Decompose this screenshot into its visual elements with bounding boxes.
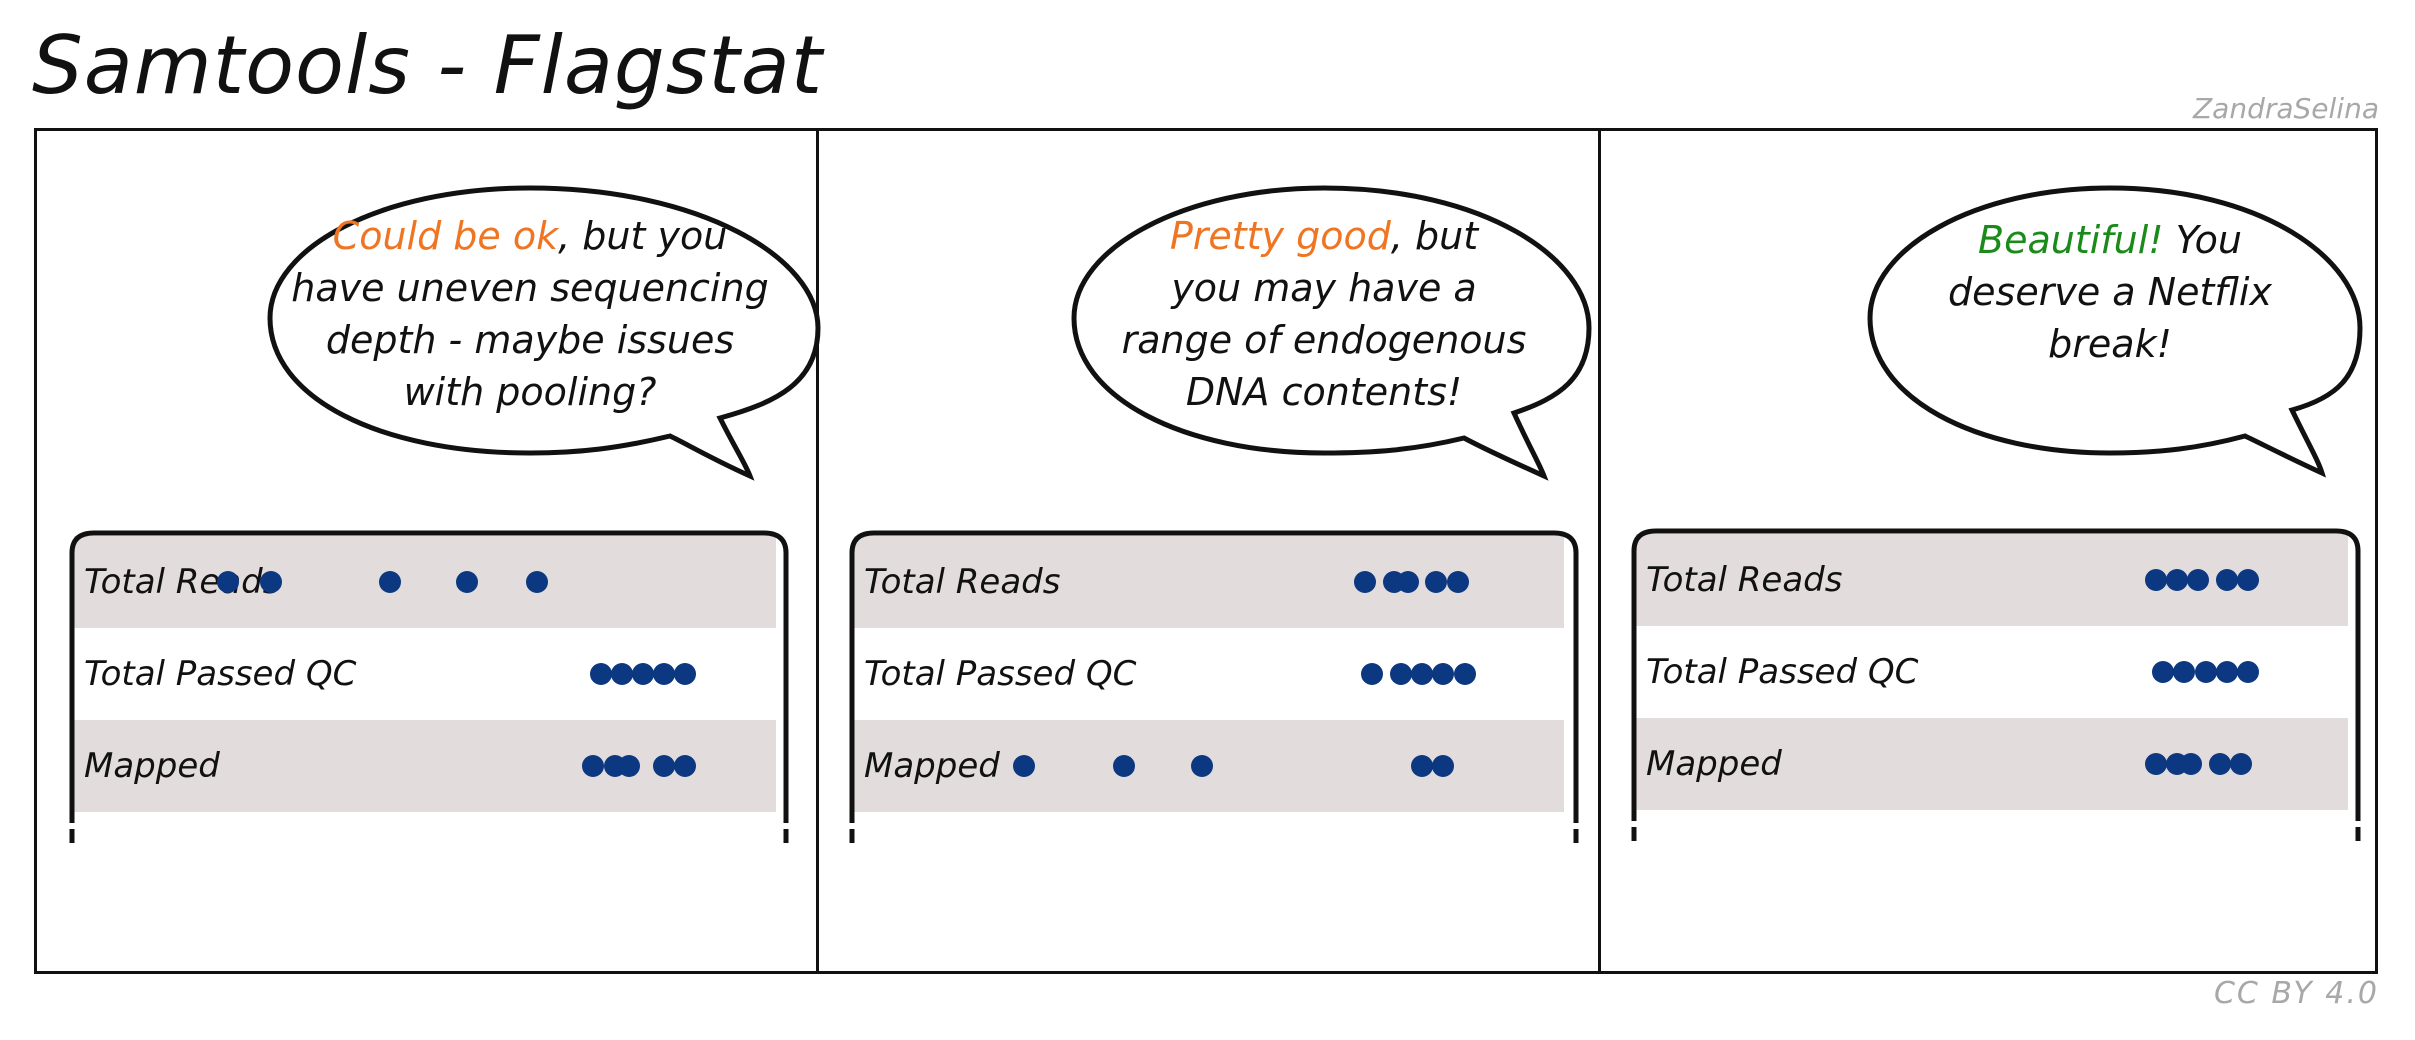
- read-dot: [2215, 661, 2238, 683]
- author-credit: ZandraSelina: [2193, 92, 2379, 125]
- read-dot: [1112, 755, 1135, 777]
- bubble-highlight-2: Pretty good: [1169, 214, 1391, 258]
- table-row: Total Passed QC: [854, 628, 1564, 720]
- read-dot: [617, 755, 640, 777]
- bubble-text-2: Pretty good, but you may have a range of…: [1121, 214, 1527, 414]
- table-bracket-2: [849, 530, 1579, 853]
- row-label: Total Reads: [84, 562, 281, 602]
- table-row: Total Reads: [74, 536, 776, 628]
- bubble-highlight-1: Could be ok: [332, 214, 559, 258]
- license-label: CC BY 4.0: [2213, 976, 2379, 1011]
- row-label: Total Passed QC: [864, 654, 1137, 694]
- read-dot: [1432, 755, 1455, 777]
- speech-bubble-2: [1071, 185, 1592, 481]
- read-dot: [1453, 663, 1476, 685]
- read-dot: [1354, 571, 1377, 593]
- read-dot: [2173, 661, 2196, 683]
- read-dot: [2230, 753, 2253, 775]
- read-dot: [610, 663, 633, 685]
- read-dot: [2187, 569, 2210, 591]
- read-dot: [1190, 755, 1213, 777]
- read-dot: [589, 663, 612, 685]
- read-dot: [673, 663, 696, 685]
- read-dot: [217, 571, 240, 593]
- page-title: Samtools - Flagstat: [32, 19, 824, 112]
- read-dot: [2166, 569, 2189, 591]
- read-dot: [2237, 661, 2260, 683]
- read-dot: [631, 663, 654, 685]
- read-dot: [673, 755, 696, 777]
- speech-bubble-1: [267, 185, 821, 481]
- row-label: Total Reads: [1646, 560, 1843, 600]
- bubble-text-1: Could be ok, but you have uneven sequenc…: [291, 214, 769, 414]
- panel-divider-2: [1598, 128, 1601, 974]
- read-dot: [259, 571, 282, 593]
- read-dot: [2151, 661, 2174, 683]
- bubble-highlight-3: Beautiful!: [1978, 218, 2164, 262]
- read-dot: [1389, 663, 1412, 685]
- read-dot: [652, 755, 675, 777]
- read-dot: [1425, 571, 1448, 593]
- panel-3: Beautiful! You deserve a Netflix break! …: [1600, 128, 2382, 974]
- read-dot: [2237, 569, 2260, 591]
- row-label: Total Passed QC: [84, 654, 357, 694]
- table-bracket-3: [1631, 528, 2361, 851]
- panel-1: Could be ok, but you have uneven sequenc…: [34, 128, 821, 974]
- row-label: Total Passed QC: [1646, 652, 1919, 692]
- read-dot: [1396, 571, 1419, 593]
- read-dot: [1013, 755, 1036, 777]
- read-dot: [378, 571, 401, 593]
- read-dot: [2180, 753, 2203, 775]
- row-label: Total Reads: [864, 562, 1061, 602]
- read-dot: [2144, 753, 2167, 775]
- row-label: Mapped: [84, 746, 220, 786]
- table-bracket-1: [69, 530, 789, 853]
- row-label: Mapped: [1646, 744, 1782, 784]
- read-dot: [2215, 569, 2238, 591]
- read-dot: [456, 571, 479, 593]
- read-dot: [2208, 753, 2231, 775]
- speech-bubble-3: [1867, 185, 2363, 478]
- bubble-text-3: Beautiful! You deserve a Netflix break!: [1948, 218, 2272, 366]
- read-dot: [1411, 663, 1433, 685]
- row-label: Mapped: [864, 746, 1000, 786]
- panel-divider-1: [816, 128, 819, 974]
- panel-2: Pretty good, but you may have a range of…: [818, 128, 1600, 974]
- comic-frame: [34, 128, 2378, 974]
- read-dot: [582, 755, 605, 777]
- read-dot: [2144, 569, 2167, 591]
- read-dot: [1361, 663, 1384, 685]
- read-dot: [526, 571, 549, 593]
- table-row: Total Passed QC: [1636, 626, 2348, 718]
- read-dot: [652, 663, 675, 685]
- read-dot: [1432, 663, 1455, 685]
- read-dot: [1446, 571, 1469, 593]
- table-row: Total Passed QC: [74, 628, 776, 720]
- read-dot: [1411, 755, 1433, 777]
- read-dot: [2194, 661, 2217, 683]
